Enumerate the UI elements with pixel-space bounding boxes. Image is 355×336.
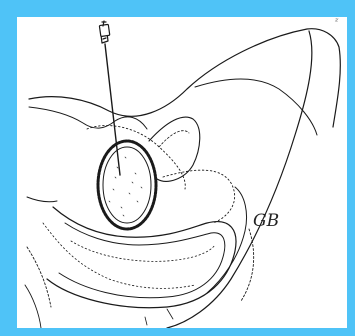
abdomen-outline [29, 107, 147, 129]
illustration-canvas: GB ᶻ [17, 17, 347, 328]
body-outline [29, 29, 340, 127]
artist-signature: GB [253, 211, 279, 231]
left-contour [27, 197, 57, 202]
posterior-organ [149, 117, 200, 181]
organ-outer-ring [98, 141, 156, 229]
membrane-dots [87, 126, 185, 189]
organ-stipple [109, 157, 142, 216]
corner-mark: ᶻ [335, 17, 338, 28]
organ-inner-ring [103, 147, 151, 223]
lower-loop-dots [71, 241, 215, 261]
line-drawing [17, 17, 347, 328]
thigh-outline [167, 31, 312, 328]
lower-loop-inner [59, 223, 225, 298]
upper-curve [195, 79, 317, 135]
right-curve [207, 187, 247, 293]
